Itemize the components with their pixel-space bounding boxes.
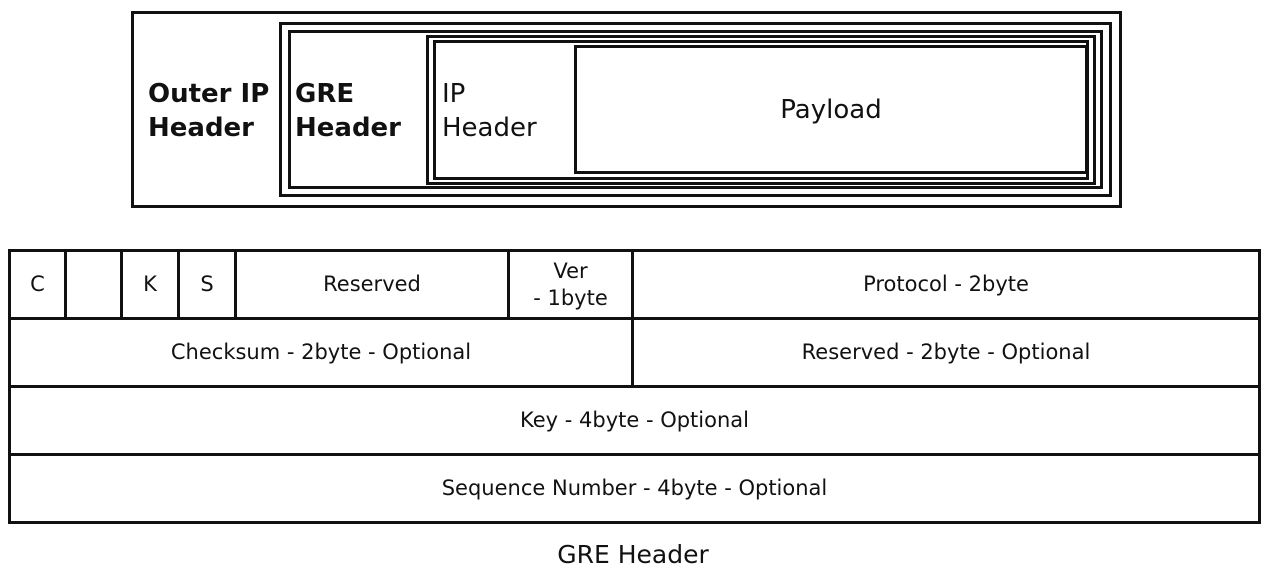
gre-packet xyxy=(279,22,1112,197)
field-ver-line2: - 1byte xyxy=(533,285,608,310)
table-row: Sequence Number - 4byte - Optional xyxy=(8,453,1261,524)
field-reserved: Reserved xyxy=(234,249,510,320)
field-s: S xyxy=(177,249,237,320)
outer-ip-packet xyxy=(131,11,1122,208)
diagram-caption: GRE Header xyxy=(557,540,709,569)
payload-label: Payload xyxy=(780,94,882,125)
ip-label-line1: IP xyxy=(442,79,466,109)
inner-ip-packet xyxy=(426,35,1096,185)
ip-header-label: IP Header xyxy=(442,77,537,145)
gre-header-table: C K S Reserved Ver - 1byte Protocol - 2b… xyxy=(8,249,1261,524)
table-row: C K S Reserved Ver - 1byte Protocol - 2b… xyxy=(8,249,1261,320)
gre-header-label: GRE Header xyxy=(295,77,401,145)
gre-packet-inner-border xyxy=(288,30,1103,189)
outer-ip-label-line1: Outer IP xyxy=(148,79,270,109)
table-row: Key - 4byte - Optional xyxy=(8,385,1261,456)
outer-ip-label-line2: Header xyxy=(148,113,255,143)
field-c: C xyxy=(8,249,67,320)
field-reserved-optional: Reserved - 2byte - Optional xyxy=(631,317,1261,388)
field-checksum: Checksum - 2byte - Optional xyxy=(8,317,634,388)
payload-box: Payload xyxy=(574,45,1088,174)
gre-label-line1: GRE xyxy=(295,79,355,109)
table-row: Checksum - 2byte - Optional Reserved - 2… xyxy=(8,317,1261,388)
field-protocol: Protocol - 2byte xyxy=(631,249,1261,320)
field-key: Key - 4byte - Optional xyxy=(8,385,1261,456)
gre-label-line2: Header xyxy=(295,113,402,143)
field-sequence-number: Sequence Number - 4byte - Optional xyxy=(8,453,1261,524)
field-k: K xyxy=(120,249,180,320)
field-ver: Ver - 1byte xyxy=(507,249,634,320)
field-blank xyxy=(64,249,123,320)
outer-ip-header-label: Outer IP Header xyxy=(148,77,269,145)
ip-label-line2: Header xyxy=(442,113,537,143)
field-ver-line1: Ver xyxy=(553,258,588,283)
